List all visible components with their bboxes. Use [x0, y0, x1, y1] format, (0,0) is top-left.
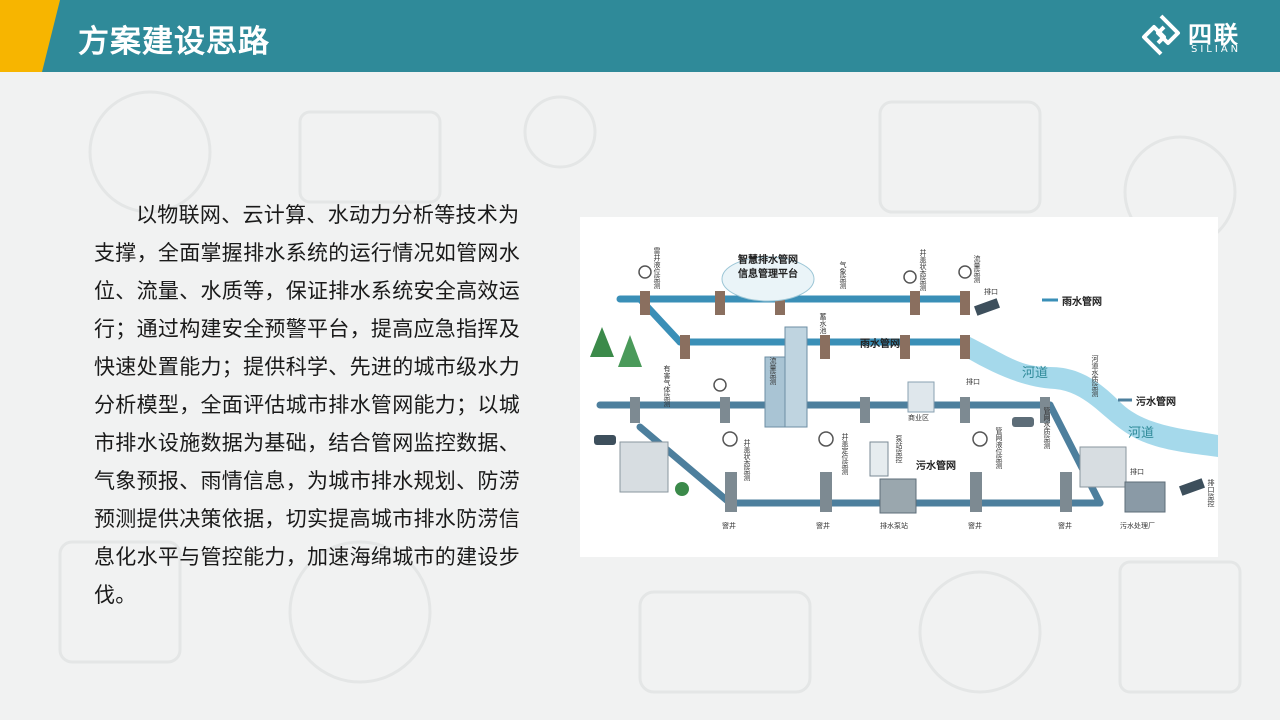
brand-logo: 四联 SILIAN	[1138, 12, 1268, 60]
drainage-system-diagram: 智慧排水管网 信息管理平台 雨水管网 污水管网 雨水管网 污水管网 河道 河道 …	[580, 217, 1218, 557]
header-accent	[0, 0, 60, 72]
brand-name: 四联	[1188, 21, 1240, 49]
v-flow: 流量监测	[973, 255, 981, 283]
v-pump: 泵站监控	[895, 435, 903, 463]
well-label-4: 窨井	[1058, 522, 1072, 530]
brand-subtitle: SILIAN	[1191, 44, 1242, 55]
v-quality: 管网水质监测	[1043, 407, 1051, 449]
outlet-label-3: 排口	[1130, 468, 1144, 476]
v-weather: 气象监测	[839, 261, 847, 289]
outlet-label-2: 排口	[966, 378, 980, 386]
well-label-2: 窨井	[816, 522, 830, 530]
v-storage: 蓄水池	[819, 313, 827, 334]
v-rain-level: 雷井液位监测	[653, 247, 661, 289]
brand-logo-icon	[1142, 14, 1180, 56]
rain-network-label: 雨水管网	[860, 339, 900, 350]
v-gas: 有害气体监测	[663, 365, 671, 407]
v-outlet: 排口监控	[1207, 479, 1215, 507]
river-label: 河道	[1022, 366, 1049, 381]
background-decoration	[58, 90, 1242, 694]
well-label-1: 窨井	[722, 522, 736, 530]
legend-rain: 雨水管网	[1062, 297, 1102, 308]
sewage-plant-label: 污水处理厂	[1120, 522, 1155, 530]
platform-label: 智慧排水管网 信息管理平台	[738, 255, 798, 280]
v-river-quality: 河道水质监测	[1091, 355, 1099, 397]
commercial-label: 商业区	[908, 414, 929, 422]
pump-station-label: 排水泵站	[880, 522, 908, 530]
v-level: 管网液位监测	[995, 427, 1003, 469]
v-well-state: 井盖状态监测	[743, 439, 751, 481]
legend-sewage: 污水管网	[1136, 397, 1176, 408]
page-title: 方案建设思路	[78, 24, 270, 60]
header-bar: 方案建设思路 四联 SILIAN	[0, 0, 1280, 72]
river-label-2: 河道	[1128, 426, 1155, 441]
well-label-3: 窨井	[968, 522, 982, 530]
diagram-illustration	[590, 256, 1218, 514]
description-paragraph: 以物联网、云计算、水动力分析等技术为支撑，全面掌握排水系统的运行情况如管网水位、…	[94, 203, 520, 607]
sewage-network-label: 污水管网	[916, 461, 956, 472]
v-flow-2: 流量监测	[769, 357, 777, 385]
outlet-label-1: 排口	[984, 288, 998, 296]
v-well-cover: 井盖状态监测	[919, 249, 927, 291]
v-well-pos: 井盖定位监测	[841, 433, 849, 475]
